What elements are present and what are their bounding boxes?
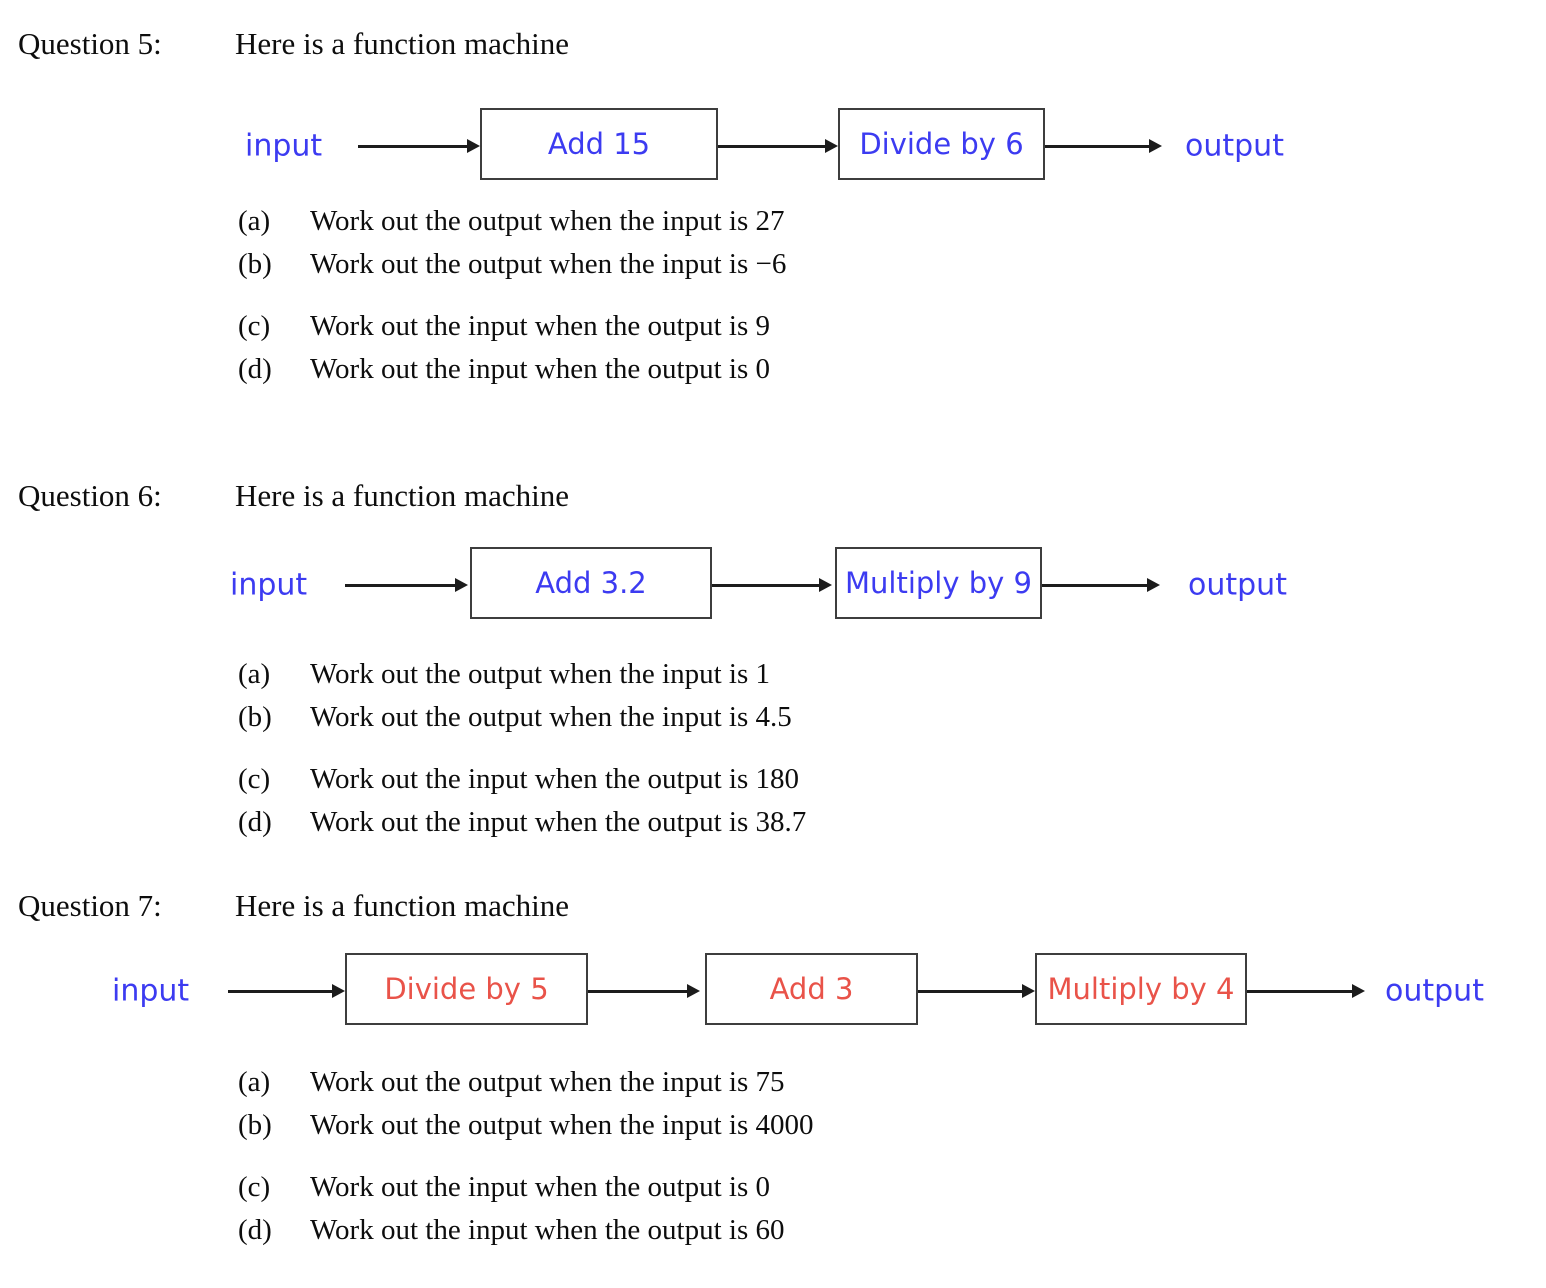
part-line-b: (b) Work out the output when the input i… [238, 243, 786, 286]
question-6-heading: Question 6: Here is a function machine [18, 478, 569, 514]
function-box-add-3: Add 3 [705, 953, 918, 1025]
function-box-divide-by-5: Divide by 5 [345, 953, 588, 1025]
part-text: Work out the output when the input is 75 [310, 1066, 785, 1098]
question-6-parts: (a) Work out the output when the input i… [238, 653, 806, 844]
input-label: input [245, 128, 323, 164]
flow-arrow [228, 989, 333, 993]
question-5-number: Question 5: [18, 26, 162, 61]
part-letter: (b) [238, 1109, 272, 1141]
part-line-a: (a) Work out the output when the input i… [238, 200, 786, 243]
part-line-d: (d) Work out the input when the output i… [238, 1209, 814, 1252]
flow-arrow [718, 144, 826, 148]
function-box-label: Add 15 [547, 127, 651, 161]
part-line-c: (c) Work out the input when the output i… [238, 305, 786, 348]
function-box-label: Divide by 6 [859, 127, 1024, 161]
part-text: Work out the input when the output is 9 [310, 310, 771, 342]
function-box-label: Divide by 5 [384, 972, 549, 1006]
part-line-d: (d) Work out the input when the output i… [238, 801, 806, 844]
part-letter: (a) [238, 1066, 271, 1098]
part-line-c: (c) Work out the input when the output i… [238, 1166, 814, 1209]
input-label: input [112, 973, 190, 1009]
function-box-multiply-by-9: Multiply by 9 [835, 547, 1042, 619]
part-text: Work out the output when the input is 40… [310, 1109, 814, 1141]
part-line-b: (b) Work out the output when the input i… [238, 1104, 814, 1147]
question-5-parts: (a) Work out the output when the input i… [238, 200, 786, 391]
part-letter: (b) [238, 248, 272, 280]
question-7-parts: (a) Work out the output when the input i… [238, 1061, 814, 1252]
output-label: output [1188, 567, 1287, 603]
flow-arrow [1045, 144, 1150, 148]
flow-arrow [588, 989, 688, 993]
function-box-multiply-by-4: Multiply by 4 [1035, 953, 1247, 1025]
question-6-number: Question 6: [18, 478, 162, 513]
question-6-function-machine: input Add 3.2 Multiply by 9 output [0, 546, 1546, 624]
part-letter: (c) [238, 310, 271, 342]
part-letter: (d) [238, 1214, 272, 1246]
part-letter: (a) [238, 205, 271, 237]
part-line-b: (b) Work out the output when the input i… [238, 696, 806, 739]
part-letter: (a) [238, 658, 271, 690]
function-box-label: Add 3.2 [535, 566, 647, 600]
question-7-number: Question 7: [18, 888, 162, 923]
function-box-add-3-2: Add 3.2 [470, 547, 712, 619]
function-box-divide-by-6: Divide by 6 [838, 108, 1045, 180]
part-text: Work out the output when the input is 4.… [310, 701, 792, 733]
flow-arrow [358, 144, 468, 148]
flow-arrow [918, 989, 1023, 993]
question-7-intro: Here is a function machine [235, 888, 569, 923]
part-letter: (c) [238, 763, 271, 795]
part-text: Work out the input when the output is 0 [310, 353, 771, 385]
part-line-c: (c) Work out the input when the output i… [238, 758, 806, 801]
part-text: Work out the input when the output is 0 [310, 1171, 771, 1203]
function-box-add-15: Add 15 [480, 108, 718, 180]
flow-arrow [345, 583, 456, 587]
question-5-function-machine: input Add 15 Divide by 6 output [0, 107, 1546, 185]
question-5-intro: Here is a function machine [235, 26, 569, 61]
part-line-a: (a) Work out the output when the input i… [238, 1061, 814, 1104]
part-text: Work out the output when the input is 1 [310, 658, 771, 690]
part-text: Work out the input when the output is 38… [310, 806, 807, 838]
question-5-heading: Question 5: Here is a function machine [18, 26, 569, 62]
part-letter: (d) [238, 353, 272, 385]
part-letter: (d) [238, 806, 272, 838]
function-box-label: Multiply by 9 [845, 566, 1032, 600]
question-6-intro: Here is a function machine [235, 478, 569, 513]
part-letter: (b) [238, 701, 272, 733]
output-label: output [1385, 973, 1484, 1009]
question-7-heading: Question 7: Here is a function machine [18, 888, 569, 924]
part-text: Work out the output when the input is 27 [310, 205, 785, 237]
part-line-a: (a) Work out the output when the input i… [238, 653, 806, 696]
function-box-label: Add 3 [769, 972, 854, 1006]
input-label: input [230, 567, 308, 603]
flow-arrow [712, 583, 820, 587]
flow-arrow [1247, 989, 1353, 993]
part-text: Work out the input when the output is 60 [310, 1214, 785, 1246]
part-letter: (c) [238, 1171, 271, 1203]
output-label: output [1185, 128, 1284, 164]
function-box-label: Multiply by 4 [1047, 972, 1235, 1006]
part-line-d: (d) Work out the input when the output i… [238, 348, 786, 391]
flow-arrow [1042, 583, 1148, 587]
question-7-function-machine: input Divide by 5 Add 3 Multiply by 4 ou… [0, 952, 1546, 1030]
part-text: Work out the output when the input is −6 [310, 248, 787, 280]
part-text: Work out the input when the output is 18… [310, 763, 800, 795]
